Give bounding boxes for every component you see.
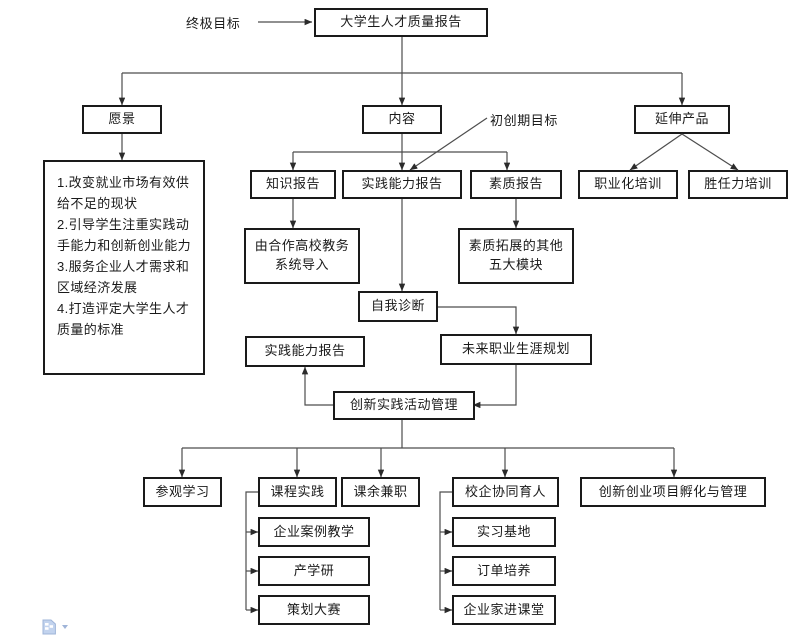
node-entrepreneur-lecture[interactable]: 企业家进课堂 [452, 595, 556, 625]
node-practice-ability-report-2[interactable]: 实践能力报告 [245, 336, 365, 367]
node-case-teaching[interactable]: 企业案例教学 [258, 517, 370, 547]
document-flowchart-icon[interactable] [42, 619, 57, 635]
node-course-practice[interactable]: 课程实践 [258, 477, 337, 507]
node-professional-training[interactable]: 职业化培训 [578, 170, 678, 199]
footer-icon-group[interactable] [42, 619, 68, 635]
node-visit-study[interactable]: 参观学习 [143, 477, 222, 507]
node-part-time-job[interactable]: 课余兼职 [341, 477, 420, 507]
node-knowledge-report[interactable]: 知识报告 [250, 170, 336, 199]
node-competency-training[interactable]: 胜任力培训 [688, 170, 788, 199]
chevron-down-icon[interactable] [62, 625, 68, 629]
node-extended-product[interactable]: 延伸产品 [634, 105, 730, 134]
node-vision[interactable]: 愿景 [82, 105, 162, 134]
node-career-planning[interactable]: 未来职业生涯规划 [440, 334, 592, 365]
node-order-training[interactable]: 订单培养 [452, 556, 556, 586]
node-activity-management[interactable]: 创新实践活动管理 [333, 391, 475, 420]
label-ultimate-goal: 终极目标 [186, 16, 241, 31]
node-practice-ability-report[interactable]: 实践能力报告 [342, 170, 462, 199]
node-vision-list[interactable]: 1.改变就业市场有效供给不足的现状 2.引导学生注重实践动手能力和创新创业能力 … [43, 160, 205, 375]
node-quality-report[interactable]: 素质报告 [470, 170, 562, 199]
node-industry-research[interactable]: 产学研 [258, 556, 370, 586]
node-talent-quality-report[interactable]: 大学生人才质量报告 [314, 8, 488, 37]
node-knowledge-detail[interactable]: 由合作高校教务系统导入 [244, 228, 360, 284]
node-quality-detail[interactable]: 素质拓展的其他五大模块 [458, 228, 574, 284]
node-school-enterprise[interactable]: 校企协同育人 [452, 477, 559, 507]
label-startup-goal: 初创期目标 [490, 113, 559, 128]
node-internship-base[interactable]: 实习基地 [452, 517, 556, 547]
node-content[interactable]: 内容 [362, 105, 442, 134]
node-incubation-management[interactable]: 创新创业项目孵化与管理 [580, 477, 766, 507]
node-self-diagnosis[interactable]: 自我诊断 [358, 291, 438, 322]
node-planning-contest[interactable]: 策划大赛 [258, 595, 370, 625]
